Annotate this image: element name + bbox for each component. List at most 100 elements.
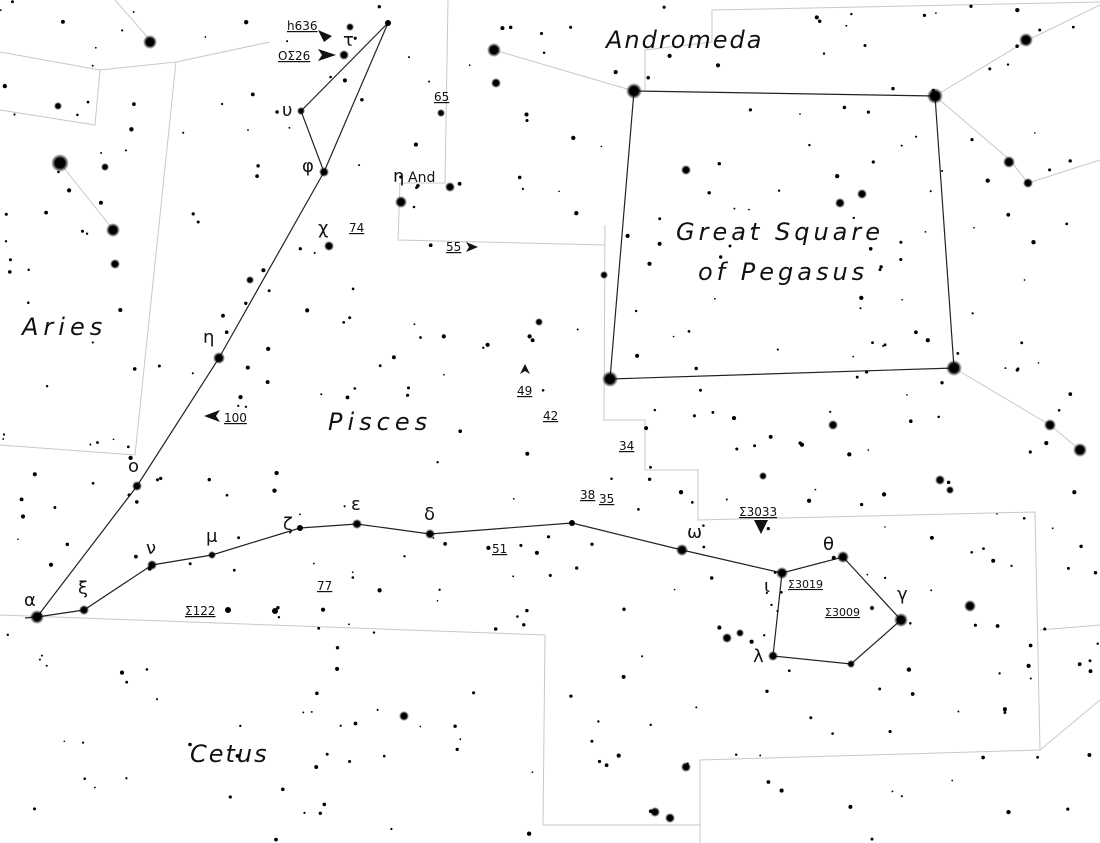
faint-star xyxy=(126,445,130,449)
faint-star xyxy=(45,664,48,667)
star xyxy=(110,259,120,269)
faint-star xyxy=(648,809,653,814)
star xyxy=(208,551,216,559)
faint-star xyxy=(312,562,315,565)
faint-star xyxy=(748,108,753,112)
star xyxy=(1003,156,1015,168)
faint-star xyxy=(883,343,887,347)
faint-star xyxy=(625,233,630,239)
star xyxy=(445,182,455,192)
faint-star xyxy=(525,608,529,613)
faint-star xyxy=(335,646,340,650)
faint-star xyxy=(261,268,266,273)
faint-star xyxy=(957,710,960,713)
faint-star xyxy=(882,344,885,347)
faint-star xyxy=(443,373,445,376)
star xyxy=(491,78,501,88)
faint-star xyxy=(0,9,2,12)
faint-star xyxy=(871,341,874,345)
faint-star xyxy=(649,465,652,469)
faint-star xyxy=(320,393,323,396)
faint-star xyxy=(135,500,139,504)
faint-star xyxy=(866,110,871,114)
faint-star xyxy=(878,687,882,691)
faint-star xyxy=(991,558,996,563)
faint-star xyxy=(946,480,951,485)
faint-star xyxy=(996,513,998,515)
faint-star xyxy=(112,438,115,441)
faint-star xyxy=(1048,168,1052,172)
faint-star xyxy=(1015,44,1019,48)
faint-star xyxy=(1068,392,1073,396)
faint-star xyxy=(613,70,618,75)
faint-star xyxy=(808,143,811,147)
faint-star xyxy=(571,135,576,141)
faint-star xyxy=(863,43,867,48)
star xyxy=(395,196,407,208)
faint-star xyxy=(482,346,485,349)
star-label-theta: θ xyxy=(823,534,834,555)
star xyxy=(665,813,675,823)
faint-star xyxy=(265,380,270,385)
faint-star xyxy=(1015,7,1020,13)
faint-star xyxy=(973,226,975,229)
faint-star xyxy=(709,576,714,580)
star xyxy=(1023,178,1033,188)
faint-star xyxy=(298,513,301,516)
star xyxy=(835,198,845,208)
faint-star xyxy=(207,477,212,482)
label-74: 74 xyxy=(349,221,364,235)
star xyxy=(569,520,575,526)
faint-star xyxy=(930,589,933,592)
faint-star xyxy=(859,502,864,507)
star xyxy=(106,223,120,237)
faint-star xyxy=(20,514,26,519)
faint-star xyxy=(901,298,904,301)
faint-star xyxy=(277,615,281,619)
faint-star xyxy=(1006,809,1011,815)
faint-star xyxy=(250,92,255,97)
faint-star xyxy=(244,405,248,408)
faint-star xyxy=(850,12,853,16)
star xyxy=(346,23,354,31)
faint-star xyxy=(534,550,539,555)
constellation-andromeda: Andromeda xyxy=(604,26,764,54)
faint-star xyxy=(127,493,131,497)
faint-star xyxy=(27,301,30,304)
faint-star xyxy=(305,308,310,313)
constellation-pisces: Pisces xyxy=(328,408,432,436)
star-label-omega: ω xyxy=(687,522,702,543)
star xyxy=(339,50,349,60)
star xyxy=(246,276,254,284)
faint-star xyxy=(1026,663,1031,668)
star xyxy=(297,107,305,115)
faint-star xyxy=(845,24,848,27)
faint-star xyxy=(63,740,66,743)
faint-star xyxy=(274,837,278,842)
faint-star xyxy=(322,802,327,807)
faint-star xyxy=(1006,63,1010,66)
star-label-chi: χ xyxy=(318,218,328,239)
faint-star xyxy=(717,625,722,630)
faint-star xyxy=(915,135,918,138)
faint-star xyxy=(182,131,185,134)
faint-star xyxy=(1029,677,1032,680)
star xyxy=(487,43,501,57)
faint-star xyxy=(459,738,462,741)
faint-star xyxy=(191,212,195,216)
faint-star xyxy=(1002,707,1007,712)
faint-star xyxy=(899,240,903,244)
faint-star xyxy=(1037,362,1040,364)
faint-star xyxy=(734,753,738,756)
faint-star xyxy=(542,51,546,55)
star xyxy=(399,711,409,721)
faint-star xyxy=(779,788,784,793)
faint-star xyxy=(1028,450,1032,454)
faint-star xyxy=(941,169,944,173)
star-label-iota: ι xyxy=(764,576,770,597)
faint-star xyxy=(822,52,826,55)
faint-star xyxy=(525,451,530,456)
faint-star xyxy=(302,711,305,714)
faint-star xyxy=(707,191,711,195)
faint-star xyxy=(1072,490,1077,495)
